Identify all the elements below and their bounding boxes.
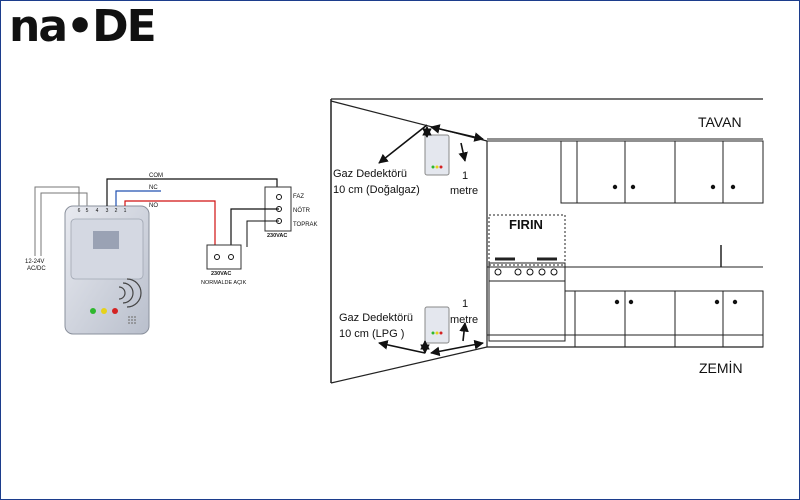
lower-cabinets bbox=[574, 290, 764, 348]
oven-knobs bbox=[494, 268, 558, 276]
load-terminal-block bbox=[206, 244, 242, 270]
nc-label: NC bbox=[149, 185, 158, 191]
earth-load-wire bbox=[246, 220, 279, 247]
faz-label: FAZ bbox=[293, 194, 304, 200]
terminal-3: 3 bbox=[106, 208, 109, 214]
dc-label-2: AC/DC bbox=[27, 266, 46, 272]
led-red bbox=[112, 308, 118, 314]
terminal-6: 6 bbox=[78, 208, 81, 214]
top-dimension-arrows bbox=[378, 124, 484, 164]
toprak-label: TOPRAK bbox=[293, 222, 318, 228]
terminal-5: 5 bbox=[86, 208, 89, 214]
notr-label: NÖTR bbox=[293, 207, 311, 214]
dc-wire-2 bbox=[40, 192, 88, 256]
terminal-1: 1 bbox=[124, 208, 127, 214]
led-yellow bbox=[101, 308, 107, 314]
supply-voltage-label: 230VAC bbox=[267, 233, 287, 239]
faz-terminal bbox=[276, 194, 282, 200]
nc-wire bbox=[115, 190, 161, 206]
normally-open-label: NORMALDE AÇIK bbox=[201, 280, 247, 286]
buzzer-grille bbox=[128, 316, 136, 324]
com-wire bbox=[106, 178, 278, 206]
no-label: NO bbox=[149, 203, 158, 209]
com-label: COM bbox=[149, 173, 163, 179]
load-voltage-label: 230VAC bbox=[211, 271, 231, 277]
bottom-detector-label-2: 10 cm (LPG ) bbox=[339, 328, 404, 340]
device-logo-mark bbox=[93, 231, 119, 249]
oven-label: FIRIN bbox=[509, 217, 543, 232]
bottom-meter-label-2: metre bbox=[450, 314, 478, 326]
top-meter-label-1: 1 bbox=[462, 170, 468, 182]
led-green bbox=[90, 308, 96, 314]
detector-leds bbox=[431, 165, 443, 335]
top-detector-label-1: Gaz Dedektörü bbox=[333, 168, 407, 180]
floor-label: ZEMİN bbox=[699, 359, 743, 376]
signal-icon bbox=[118, 278, 142, 308]
top-meter-label-2: metre bbox=[450, 185, 478, 197]
load-terminal-1 bbox=[214, 254, 220, 260]
upper-cabinets bbox=[560, 140, 764, 204]
bottom-detector-label-1: Gaz Dedektörü bbox=[339, 312, 413, 324]
neutral-load-wire bbox=[230, 208, 279, 247]
wiring-diagram: 12-24V AC/DC 6 5 4 3 bbox=[25, 173, 318, 335]
top-detector bbox=[424, 134, 450, 176]
oven-body bbox=[488, 280, 566, 342]
ceiling-label: TAVAN bbox=[698, 114, 742, 130]
terminal-4: 4 bbox=[96, 208, 99, 214]
load-terminal-2 bbox=[228, 254, 234, 260]
bottom-detector bbox=[424, 306, 450, 344]
dc-wire-1 bbox=[34, 186, 80, 256]
nade-logo: na•DE bbox=[9, 1, 157, 52]
dc-label-1: 12-24V bbox=[25, 259, 44, 265]
bottom-meter-label-1: 1 bbox=[462, 298, 468, 310]
oven-hood bbox=[488, 214, 566, 266]
top-detector-label-2: 10 cm (Doğalgaz) bbox=[333, 184, 420, 196]
kitchen-details: TAVAN ZEMİN FIRIN Gaz Dedektörü 10 cm (D… bbox=[333, 114, 743, 376]
gas-detector-device bbox=[64, 205, 150, 335]
bottom-dimension-arrows bbox=[378, 322, 484, 357]
terminal-2: 2 bbox=[115, 208, 118, 214]
no-wire bbox=[124, 200, 216, 247]
cabinet-knobs bbox=[612, 184, 738, 305]
kitchen-diagram bbox=[330, 98, 764, 384]
